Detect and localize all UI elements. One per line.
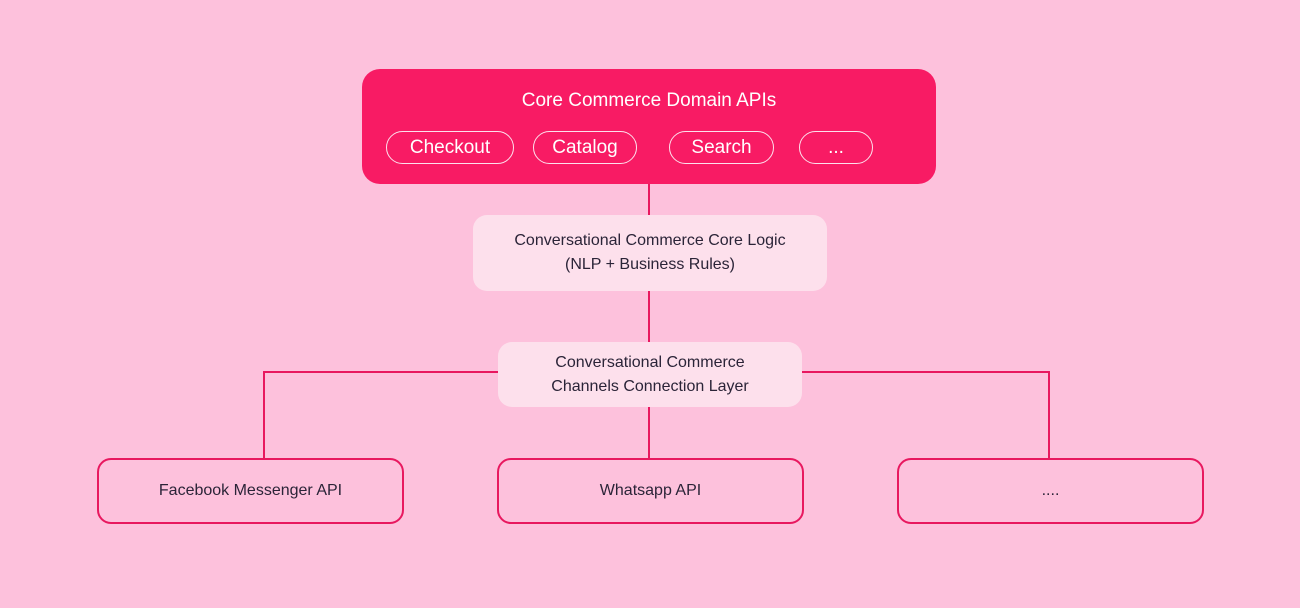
core-apis-title: Core Commerce Domain APIs: [521, 90, 777, 111]
channel-facebook-messenger: Facebook Messenger API: [97, 458, 404, 524]
connector-line: [648, 184, 650, 215]
connector-line: [801, 371, 1050, 373]
channel-more: ....: [897, 458, 1204, 524]
channel-whatsapp: Whatsapp API: [497, 458, 804, 524]
connector-line: [1048, 371, 1050, 459]
connector-line: [648, 291, 650, 342]
api-pill-checkout: Checkout: [386, 131, 514, 164]
api-pill-search: Search: [669, 131, 774, 164]
connection-layer-line2: Channels Connection Layer: [551, 377, 749, 395]
connector-line: [263, 371, 265, 459]
core-logic-line1: Conversational Commerce Core Logic: [514, 232, 786, 249]
core-logic-line2: (NLP + Business Rules): [565, 256, 735, 273]
api-pill-more: ...: [799, 131, 873, 164]
api-pill-catalog: Catalog: [533, 131, 637, 164]
connection-layer-box: Conversational Commerce Channels Connect…: [498, 342, 802, 407]
connector-line: [648, 407, 650, 459]
core-logic-box: Conversational Commerce Core Logic (NLP …: [473, 215, 827, 291]
connector-line: [263, 371, 499, 373]
core-commerce-apis-box: Core Commerce Domain APIs Checkout Catal…: [362, 69, 936, 184]
connection-layer-line1: Conversational Commerce: [555, 353, 745, 371]
